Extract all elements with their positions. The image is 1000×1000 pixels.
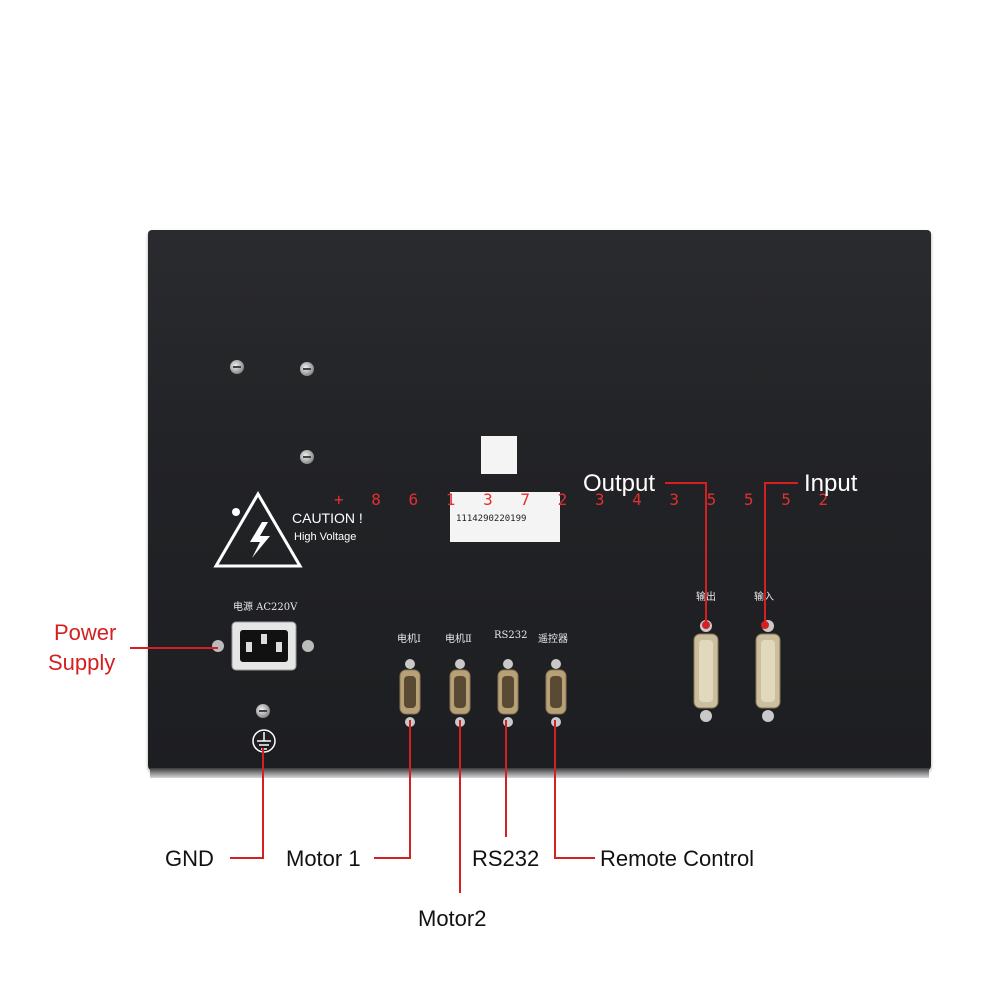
motor1-leader-line (374, 720, 411, 859)
callout-power-line1: Power (54, 620, 117, 645)
callout-motor2: Motor2 (418, 906, 487, 931)
caution-subtitle: High Voltage (294, 531, 357, 543)
screw-icon (300, 362, 314, 376)
callout-motor1: Motor 1 (286, 846, 361, 871)
callout-remote-control: Remote Control (600, 846, 755, 871)
port-label-remote: 遥控器 (538, 634, 568, 645)
callout-gnd: GND (165, 846, 214, 871)
high-voltage-warning-icon (213, 491, 303, 568)
gnd-leader-line (230, 748, 264, 859)
sticker-code: 1114290220199 (456, 514, 527, 524)
screw-icon (300, 450, 314, 464)
callout-rs232: RS232 (472, 846, 540, 871)
output-leader-line (665, 482, 707, 625)
ground-screw-icon (256, 704, 270, 718)
port-label-rs232: RS232 (494, 630, 528, 641)
serial-sticker (450, 492, 560, 542)
remote-leader-line (554, 720, 595, 859)
port-label-motor1: 电机Ⅰ (397, 634, 421, 645)
callout-output: Output (583, 470, 656, 497)
db9-connector (545, 659, 567, 727)
callout-input: Input (804, 470, 858, 497)
power-label: 电源 AC220V (233, 602, 298, 613)
port-label-motor2: 电机Ⅱ (445, 634, 472, 645)
serial-number: + 8 6 1 3 7 2 3 4 3 5 5 5 2 (334, 490, 838, 509)
screw-icon (230, 360, 244, 374)
db9-connector (497, 659, 519, 727)
iec-power-inlet (212, 621, 314, 671)
db9-connector (399, 659, 421, 727)
caution-title: CAUTION ! (292, 510, 363, 526)
input-leader-line (764, 482, 798, 625)
device-bottom-edge (150, 768, 929, 778)
quality-sticker (481, 436, 517, 474)
callout-power-line2: Supply (48, 650, 116, 675)
